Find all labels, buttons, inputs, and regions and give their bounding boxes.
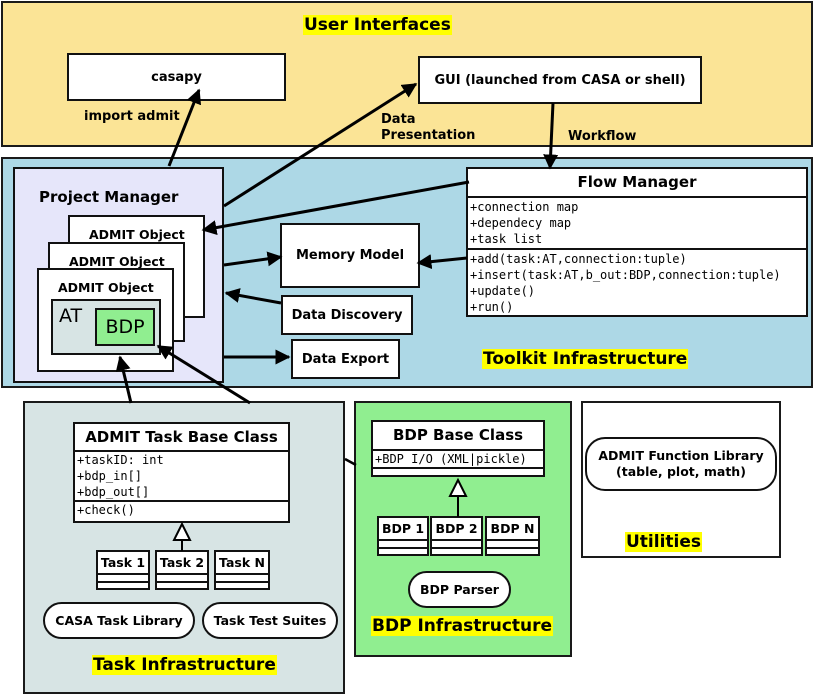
task-test-suites-pill[interactable]: Task Test Suites	[202, 602, 338, 639]
import-admit-label: import admit	[84, 109, 180, 124]
project-manager-title: Project Manager	[39, 188, 179, 206]
task-2-class[interactable]: Task 2	[155, 550, 209, 590]
task-base-methods: +check()	[75, 500, 288, 518]
task-1-class[interactable]: Task 1	[96, 550, 150, 590]
data-presentation-label-line2: Presentation	[381, 128, 476, 143]
task-base-class-title: ADMIT Task Base Class	[75, 424, 288, 452]
bdp-base-methods	[373, 467, 543, 476]
bdp-box[interactable]: BDP	[95, 308, 155, 346]
data-export-box[interactable]: Data Export	[291, 339, 400, 379]
flow-manager-method: +add(task:AT,connection:tuple)	[470, 252, 687, 266]
admit-function-library-pill[interactable]: ADMIT Function Library (table, plot, mat…	[585, 437, 777, 491]
casa-task-library-pill[interactable]: CASA Task Library	[43, 602, 195, 639]
workflow-label: Workflow	[568, 129, 637, 144]
task-base-attribute: +bdp_in[]	[77, 469, 143, 483]
utilities-title: Utilities	[625, 532, 703, 552]
bdp-1-class[interactable]: BDP 1	[377, 516, 429, 556]
task-n-method-section	[216, 580, 268, 589]
bdp-parser-pill[interactable]: BDP Parser	[408, 571, 511, 608]
bdp-base-class-title: BDP Base Class	[373, 422, 543, 451]
task-infrastructure-title: Task Infrastructure	[92, 655, 277, 675]
flow-manager-method: +insert(task:AT,b_out:BDP,connection:tup…	[470, 268, 781, 282]
task-n-label: Task N	[216, 552, 268, 575]
task-base-class[interactable]: ADMIT Task Base Class +taskID: int +bdp_…	[73, 422, 290, 523]
task-base-attribute: +taskID: int	[77, 453, 164, 467]
flow-manager-attributes: +connection map +dependecy map +task lis…	[468, 198, 806, 248]
admit-object-middle-title: ADMIT Object	[69, 254, 165, 269]
bdp-1-label: BDP 1	[379, 518, 427, 541]
task-base-method: +check()	[77, 503, 135, 517]
flow-manager-method: +update()	[470, 284, 536, 298]
task-base-attributes: +taskID: int +bdp_in[] +bdp_out[]	[75, 452, 288, 500]
task-n-class[interactable]: Task N	[214, 550, 270, 590]
task-2-method-section	[157, 580, 207, 589]
task-2-label: Task 2	[157, 552, 207, 575]
bdp-1-method-section	[379, 546, 427, 555]
function-library-line2: (table, plot, math)	[616, 464, 746, 479]
bdp-base-attribute: +BDP I/O (XML|pickle)	[375, 452, 527, 466]
memory-model-box[interactable]: Memory Model	[280, 223, 420, 288]
casapy-box[interactable]: casapy	[67, 53, 286, 101]
bdp-2-method-section	[432, 546, 481, 555]
flow-manager-attribute: +dependecy map	[470, 216, 572, 230]
toolkit-infrastructure-title: Toolkit Infrastructure	[482, 349, 689, 369]
function-library-line1: ADMIT Function Library	[598, 448, 764, 463]
bdp-base-class[interactable]: BDP Base Class +BDP I/O (XML|pickle)	[371, 420, 545, 477]
bdp-2-class[interactable]: BDP 2	[430, 516, 483, 556]
flow-manager-attribute: +task list	[470, 232, 543, 246]
task-base-attribute: +bdp_out[]	[77, 485, 150, 499]
flow-manager-attribute: +connection map	[470, 200, 579, 214]
flow-manager-class[interactable]: Flow Manager +connection map +dependecy …	[466, 167, 808, 317]
data-discovery-box[interactable]: Data Discovery	[281, 295, 413, 335]
task-1-method-section	[98, 580, 148, 589]
task-1-label: Task 1	[98, 552, 148, 575]
admit-object-front-title: ADMIT Object	[58, 280, 154, 295]
bdp-n-method-section	[487, 546, 538, 555]
data-presentation-label-line1: Data	[381, 112, 416, 127]
bdp-2-label: BDP 2	[432, 518, 481, 541]
flow-manager-method: +run()	[470, 300, 514, 314]
user-interfaces-title: User Interfaces	[303, 15, 452, 35]
flow-manager-title: Flow Manager	[468, 169, 806, 198]
admit-object-back-title: ADMIT Object	[89, 227, 185, 242]
bdp-base-attributes: +BDP I/O (XML|pickle)	[373, 451, 543, 467]
gui-box[interactable]: GUI (launched from CASA or shell)	[418, 56, 702, 104]
bdp-n-class[interactable]: BDP N	[485, 516, 540, 556]
bdp-infrastructure-title: BDP Infrastructure	[371, 616, 554, 636]
bdp-n-label: BDP N	[487, 518, 538, 541]
flow-manager-methods: +add(task:AT,connection:tuple) +insert(t…	[468, 248, 806, 315]
at-label: AT	[59, 305, 83, 327]
